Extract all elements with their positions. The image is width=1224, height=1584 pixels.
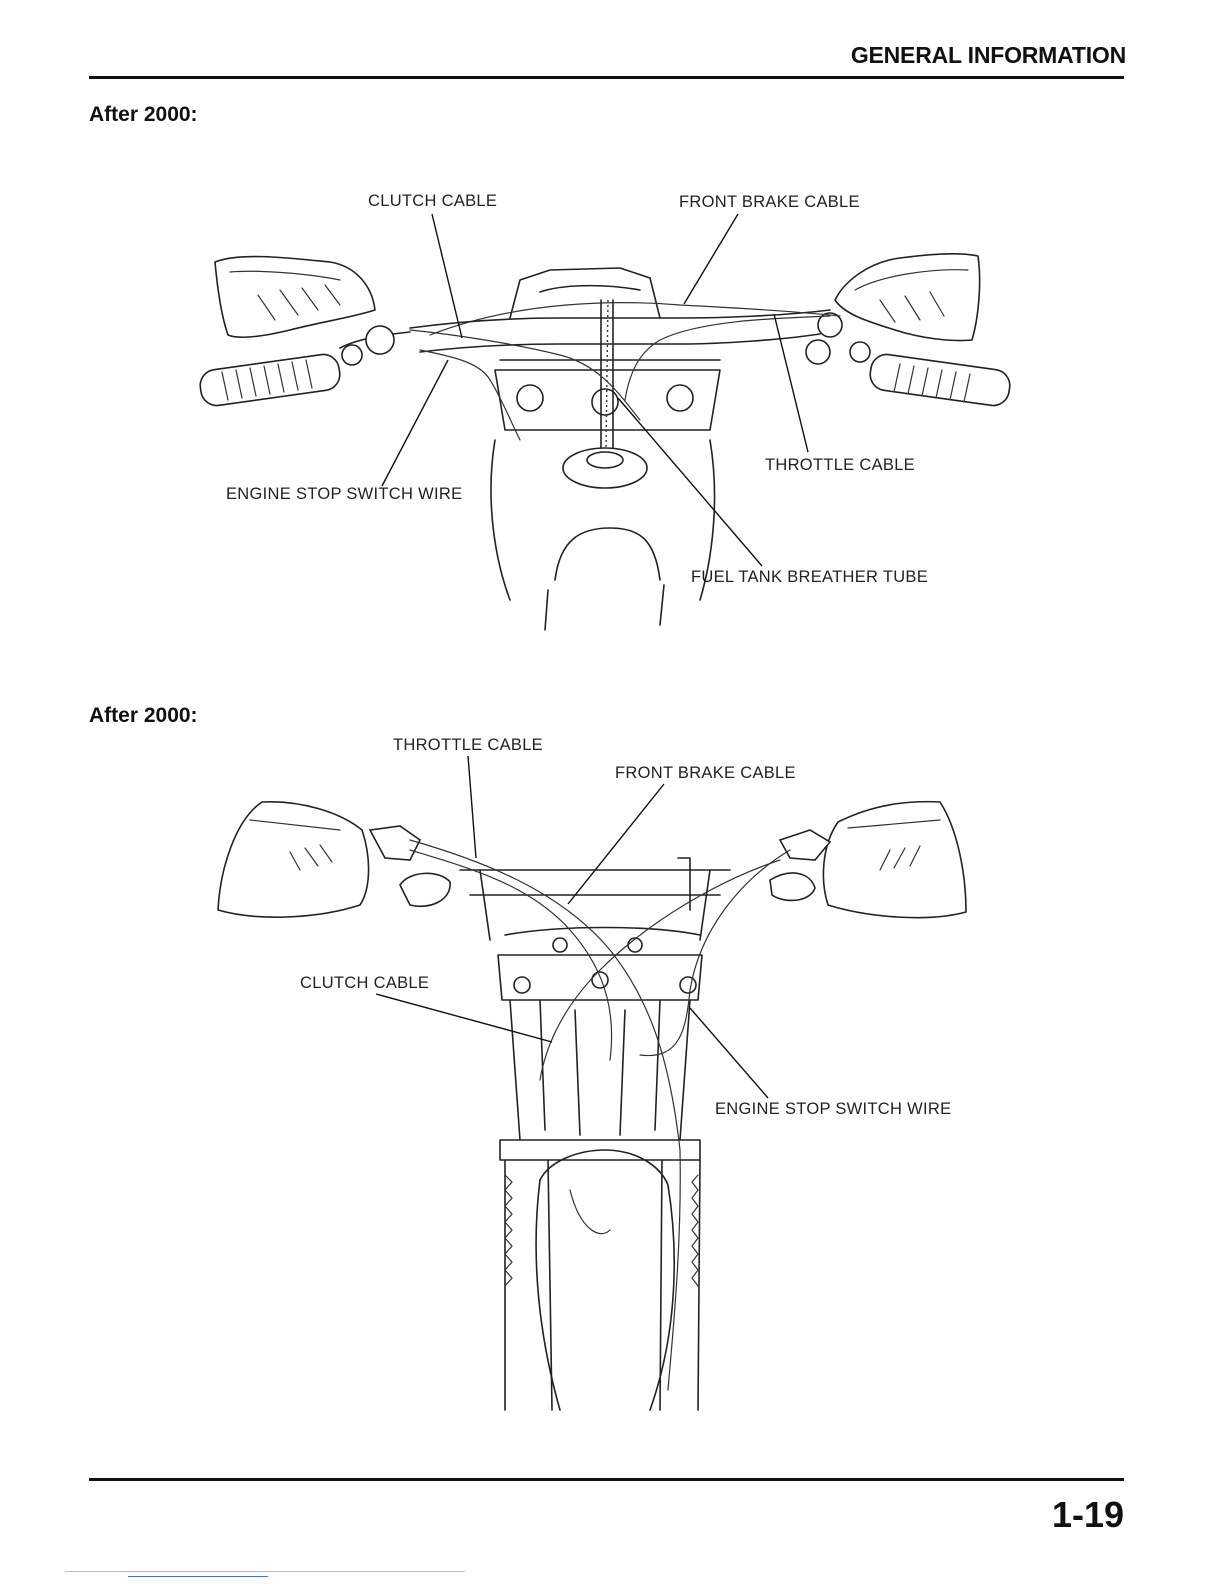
scan-artifact-line [65, 1571, 465, 1572]
engine-stop-switch-wire-2 [640, 850, 790, 1056]
left-hand-guard-2 [218, 802, 369, 917]
left-grip [198, 326, 410, 408]
fuel-cap [563, 448, 647, 488]
label-clutch-cable: CLUTCH CABLE [368, 192, 497, 210]
right-grip [806, 313, 1012, 408]
label-throttle-cable-2: THROTTLE CABLE [393, 736, 543, 754]
section-2-heading: After 2000: [89, 704, 198, 728]
right-hand-guard-2 [823, 802, 966, 918]
leader-lines-2 [376, 756, 768, 1098]
handlebar-routing-diagram-1: CLUTCH CABLE FRONT BRAKE CABLE THROTTLE … [0, 180, 1224, 650]
label-front-brake-cable-2: FRONT BRAKE CABLE [615, 764, 796, 782]
label-engine-stop-switch-wire-2: ENGINE STOP SWITCH WIRE [715, 1100, 951, 1118]
leader-lines-1 [382, 214, 808, 566]
fork-legs [505, 1160, 700, 1410]
throttle-cable [625, 316, 830, 400]
left-hand-guard [215, 257, 375, 338]
label-engine-stop-switch-wire: ENGINE STOP SWITCH WIRE [226, 485, 462, 503]
right-hand-guard [835, 254, 980, 341]
scan-artifact-blue-line [128, 1576, 268, 1577]
label-front-brake-cable: FRONT BRAKE CABLE [679, 193, 860, 211]
label-throttle-cable: THROTTLE CABLE [765, 456, 915, 474]
label-fuel-tank-breather-tube: FUEL TANK BREATHER TUBE [691, 568, 928, 586]
section-1-heading: After 2000: [89, 103, 198, 127]
front-fender [536, 1150, 674, 1410]
header-rule [89, 76, 1124, 79]
triple-clamp-2 [498, 928, 702, 1161]
fuel-tank-breather-tube [606, 300, 608, 448]
footer-rule [89, 1478, 1124, 1481]
page-header-title: GENERAL INFORMATION [851, 42, 1126, 69]
label-clutch-cable-2: CLUTCH CABLE [300, 974, 429, 992]
page-number: 1-19 [1052, 1494, 1124, 1536]
handlebar-routing-diagram-2: THROTTLE CABLE FRONT BRAKE CABLE CLUTCH … [0, 730, 1224, 1430]
